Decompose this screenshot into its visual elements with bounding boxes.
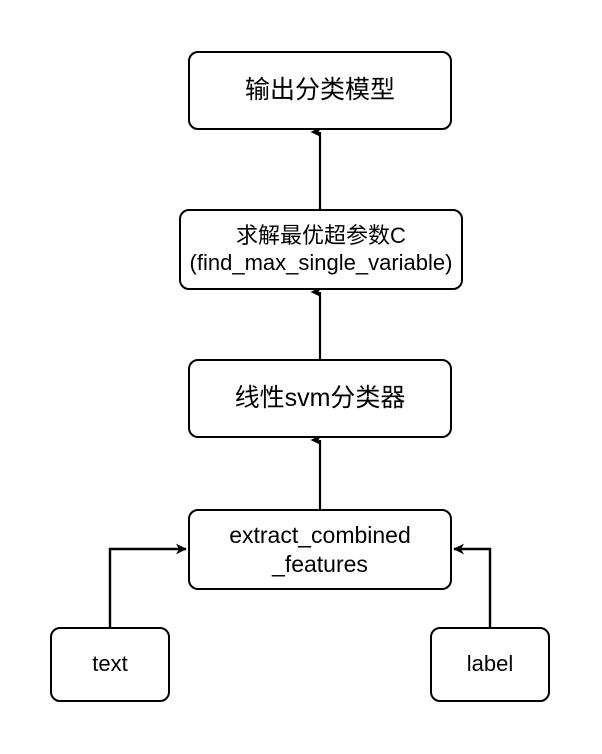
node-output-classification-model[interactable]: 输出分类模型	[188, 51, 452, 130]
edge-label-to-extract-features	[453, 543, 492, 627]
node-extract-combined-features-label: extract_combined_features	[229, 521, 411, 577]
edge-text-to-extract-features	[108, 543, 187, 627]
node-linear-svm-classifier-label: 线性svm分类器	[234, 384, 406, 413]
node-extract-features-line2: _features	[272, 550, 368, 577]
node-text-input[interactable]: text	[50, 627, 170, 702]
node-text-input-label: text	[92, 651, 128, 677]
node-extract-combined-features[interactable]: extract_combined_features	[188, 509, 452, 590]
node-linear-svm-classifier[interactable]: 线性svm分类器	[188, 359, 452, 438]
node-solve-c-line2: (find_max_single_variable)	[189, 249, 453, 275]
node-solve-c-line1: 求解最优超参数C	[236, 222, 406, 248]
node-extract-features-line1: extract_combined	[229, 522, 411, 549]
node-label-input[interactable]: label	[430, 627, 550, 702]
node-label-input-label: label	[466, 651, 514, 677]
node-solve-optimal-hyperparameter-c[interactable]: 求解最优超参数C(find_max_single_variable)	[179, 209, 463, 290]
node-output-classification-model-label: 输出分类模型	[244, 76, 395, 105]
node-solve-optimal-hyperparameter-c-label: 求解最优超参数C(find_max_single_variable)	[190, 223, 453, 277]
